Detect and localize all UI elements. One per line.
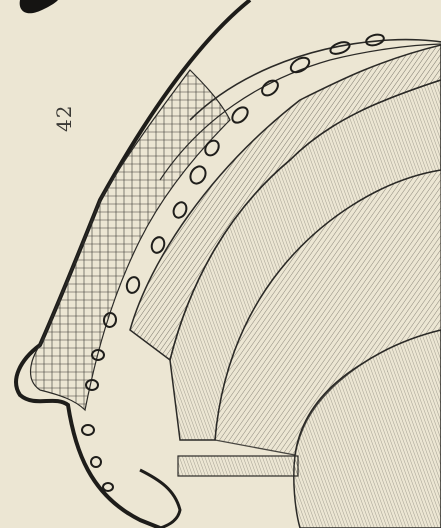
top-corner-blob: [20, 0, 58, 13]
tail-contour: [140, 470, 180, 528]
base-band: [178, 456, 298, 476]
figure-number: 42: [52, 105, 76, 132]
